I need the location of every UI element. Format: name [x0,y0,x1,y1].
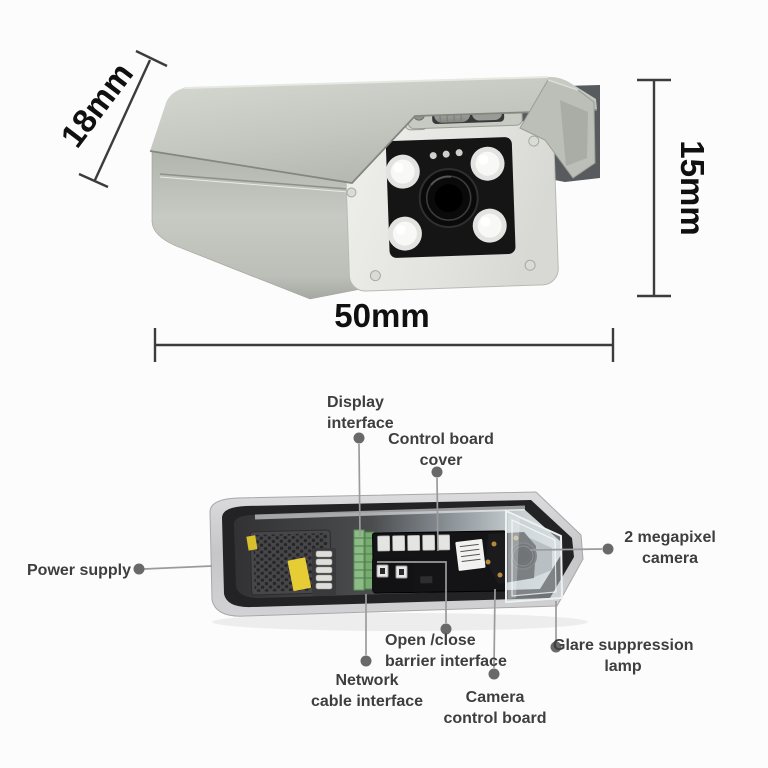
green-terminal-blocks [353,529,375,591]
callout-open-close-barrier-line1: Open /close [385,632,476,649]
callout-open-close-barrier-line2: barrier interface [385,653,507,670]
camera-module [485,532,552,584]
leader-display-interface [358,443,361,537]
callout-glare-lamp-line2: lamp [604,658,642,675]
dimension-height-label: 15mm [674,140,711,236]
callout-megapixel-camera-line1: 2 megapixel [624,529,716,546]
callout-leaders [143,443,603,669]
leader-power-supply [143,565,213,570]
callout-network-cable: Network cable interface [307,670,427,712]
callout-open-close-barrier: Open /close barrier interface [385,630,507,672]
camera-internals-figure [209,491,588,631]
callout-control-board-cover-line1: Control board [388,431,494,448]
callout-display-interface: Display interface [327,392,394,434]
leader-open-close [377,561,447,623]
callout-megapixel-camera: 2 megapixel camera [620,527,720,569]
leader-megapixel-camera [529,548,603,551]
callout-network-cable-line2: cable interface [310,693,424,710]
callout-glare-lamp-line1: Glare suppression [553,637,694,654]
callout-power-supply: Power supply [27,560,131,581]
dimension-line-height [637,78,671,298]
callout-dots [133,432,614,680]
dimension-width-label: 50mm [334,297,430,334]
callout-megapixel-camera-line2: camera [641,550,699,567]
callout-camera-control-board: Camera control board [435,687,555,729]
camera-exterior-figure [149,76,600,300]
leader-control-board-cover [436,477,439,552]
callout-camera-control-board-line1: Camera [465,689,525,706]
ir-led-lamps [385,146,507,251]
terminal-strip [312,548,336,596]
callout-network-cable-line1: Network [335,672,399,689]
callout-display-interface-line1: Display [327,394,384,411]
dimension-line-depth [78,49,168,189]
callout-glare-lamp: Glare suppression lamp [553,635,694,677]
dimension-line-width [153,328,615,362]
callout-camera-control-board-line2: control board [443,710,547,727]
power-supply-unit [246,529,333,596]
callout-control-board-cover: Control board cover [381,429,501,471]
glass-front-window [505,509,564,604]
barrier-interface-connectors [372,558,414,592]
leader-camera-control-board [493,588,496,669]
camera-lens [418,168,479,229]
callout-power-supply-line1: Power supply [27,562,132,579]
roof-side-flap [519,79,596,179]
callout-control-board-cover-line2: cover [419,452,463,469]
callout-display-interface-line2: interface [327,415,394,432]
dimension-lines [78,49,671,362]
